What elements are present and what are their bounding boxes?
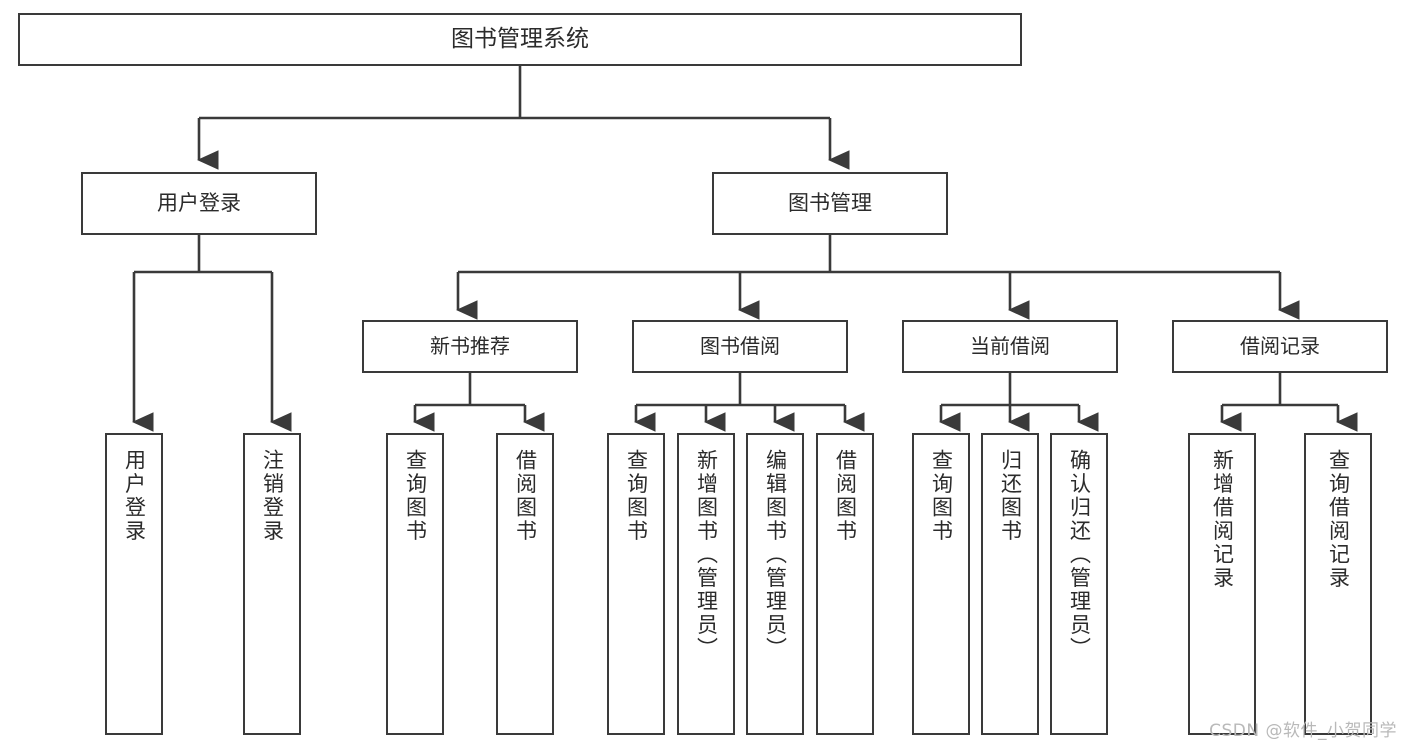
node-new-book-recommend-label: 新书推荐	[430, 334, 510, 358]
node-root-label: 图书管理系统	[451, 26, 589, 53]
node-leaf-label: 借阅图书	[833, 449, 858, 543]
node-leaf-book-borrow-1[interactable]: 新增图书（管理员）	[677, 433, 735, 735]
node-leaf-label: 查询图书	[403, 449, 428, 543]
node-leaf-new-book-recommend-1[interactable]: 借阅图书	[496, 433, 554, 735]
node-leaf-current-borrow-0[interactable]: 查询图书	[912, 433, 970, 735]
node-user-login[interactable]: 用户登录	[81, 172, 317, 235]
node-user-login-label: 用户登录	[157, 191, 241, 216]
node-leaf-label: 归还图书	[998, 449, 1023, 543]
node-leaf-label: 查询图书	[624, 449, 649, 543]
node-leaf-borrow-record-0[interactable]: 新增借阅记录	[1188, 433, 1256, 735]
node-leaf-label: 借阅图书	[513, 449, 538, 543]
node-leaf-user-login-0[interactable]: 用户登录	[105, 433, 163, 735]
node-leaf-book-borrow-3[interactable]: 借阅图书	[816, 433, 874, 735]
node-leaf-user-login-1[interactable]: 注销登录	[243, 433, 301, 735]
node-book-manage[interactable]: 图书管理	[712, 172, 948, 235]
node-leaf-label: 注销登录	[260, 449, 285, 543]
node-leaf-label: 查询借阅记录	[1326, 449, 1351, 590]
node-leaf-current-borrow-2[interactable]: 确认归还（管理员）	[1050, 433, 1108, 735]
node-leaf-new-book-recommend-0[interactable]: 查询图书	[386, 433, 444, 735]
node-leaf-label: 编辑图书（管理员）	[763, 449, 788, 661]
node-root[interactable]: 图书管理系统	[18, 13, 1022, 66]
node-leaf-book-borrow-2[interactable]: 编辑图书（管理员）	[746, 433, 804, 735]
node-leaf-borrow-record-1[interactable]: 查询借阅记录	[1304, 433, 1372, 735]
node-new-book-recommend[interactable]: 新书推荐	[362, 320, 578, 373]
node-leaf-label: 用户登录	[122, 449, 147, 543]
node-leaf-label: 查询图书	[929, 449, 954, 543]
node-leaf-label: 确认归还（管理员）	[1067, 449, 1092, 661]
node-leaf-current-borrow-1[interactable]: 归还图书	[981, 433, 1039, 735]
node-current-borrow-label: 当前借阅	[970, 334, 1050, 358]
node-leaf-label: 新增图书（管理员）	[694, 449, 719, 661]
node-book-borrow[interactable]: 图书借阅	[632, 320, 848, 373]
node-book-borrow-label: 图书借阅	[700, 334, 780, 358]
node-borrow-record-label: 借阅记录	[1240, 334, 1320, 358]
node-leaf-label: 新增借阅记录	[1210, 449, 1235, 590]
node-book-manage-label: 图书管理	[788, 191, 872, 216]
node-current-borrow[interactable]: 当前借阅	[902, 320, 1118, 373]
node-leaf-book-borrow-0[interactable]: 查询图书	[607, 433, 665, 735]
node-borrow-record[interactable]: 借阅记录	[1172, 320, 1388, 373]
